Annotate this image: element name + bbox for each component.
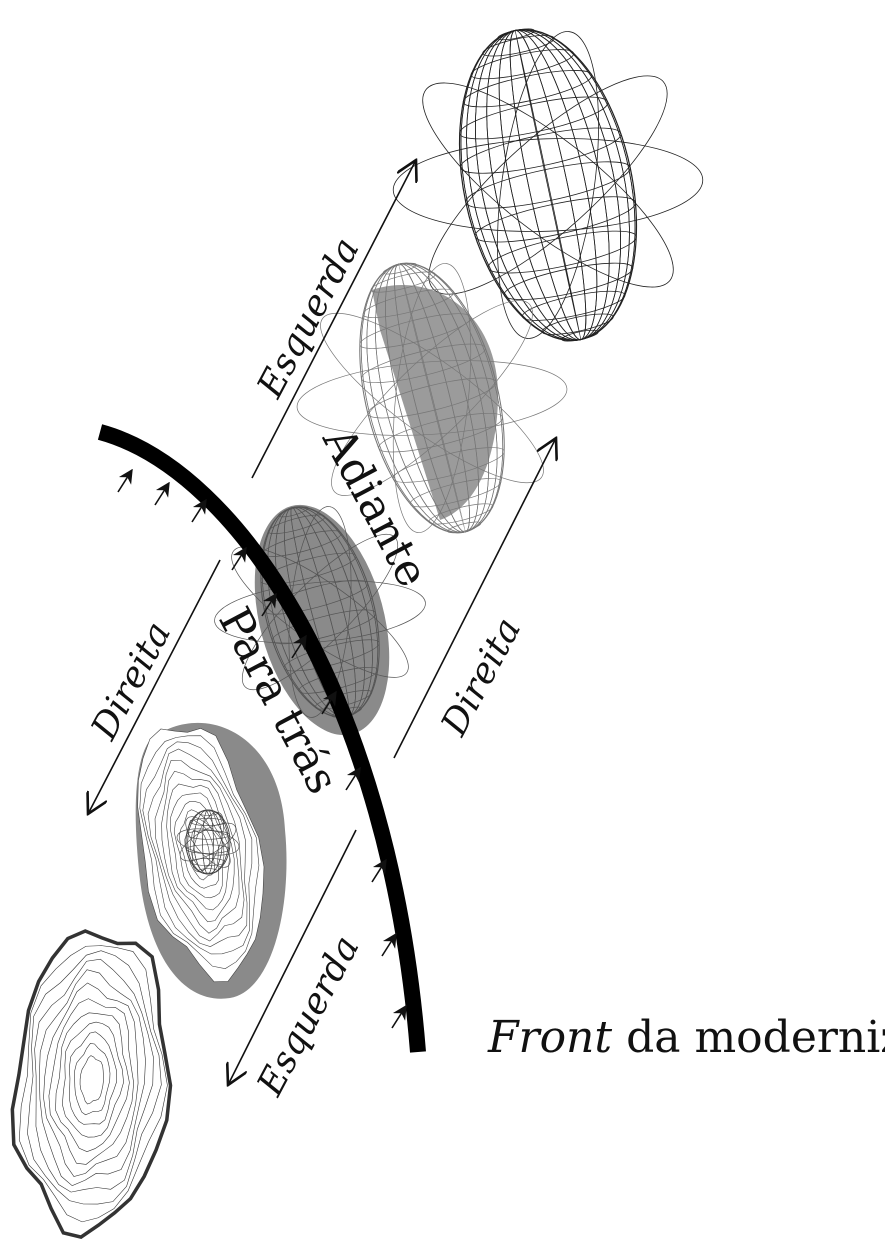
caption-rest: da modernização	[612, 1012, 885, 1063]
caption-italic: Front	[487, 1012, 612, 1063]
caption: Front da modernização	[487, 1012, 885, 1063]
contour-shape-bottom	[4, 927, 181, 1243]
label-right-top: Direita	[83, 615, 179, 747]
label-left-top: Esquerda	[249, 231, 367, 405]
label-right-bottom: Direita	[433, 611, 529, 743]
